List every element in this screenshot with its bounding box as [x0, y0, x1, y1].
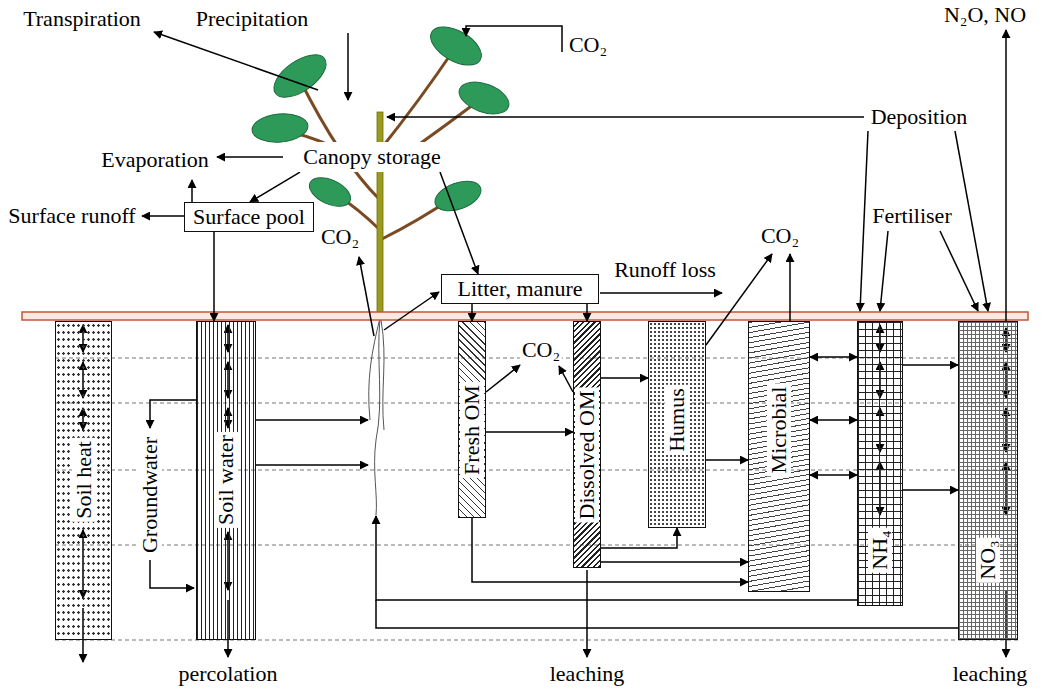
branch	[380, 48, 455, 150]
flux-label: Runoff loss	[612, 258, 718, 282]
flow-connector	[440, 172, 478, 274]
flux-label: percolation	[177, 662, 280, 686]
microbial-column: Microbial	[748, 321, 810, 592]
flux-arrow	[191, 180, 193, 204]
flux-arrow	[955, 131, 988, 311]
humus-column: Humus	[648, 321, 706, 528]
flux-arrow	[940, 231, 978, 311]
fresh-om-column: Fresh OM	[458, 321, 486, 518]
flow-connector	[903, 489, 958, 491]
dissolved-om-column: Dissolved OM	[573, 321, 601, 568]
flux-arrow	[154, 32, 318, 90]
node-label: Humus	[665, 385, 689, 455]
node-label: Soil heat	[72, 438, 96, 522]
node-label: NH₄	[868, 527, 892, 572]
flow-connector	[471, 304, 473, 321]
flux-label: Deposition	[869, 105, 970, 129]
soil-water-column: Soil water	[196, 321, 256, 640]
flux-arrow	[359, 257, 374, 336]
flux-label: leaching	[548, 662, 627, 686]
surface-pool-box: Surface pool	[184, 202, 314, 232]
soil-heat-column: Soil heat	[55, 321, 112, 640]
litter-box: Litter, manure	[441, 274, 599, 304]
flux-arrow	[384, 292, 439, 330]
flux-arrow	[256, 419, 368, 421]
roots	[369, 318, 384, 515]
flux-arrow	[880, 231, 888, 311]
flow-connector	[706, 459, 748, 461]
leaf	[251, 112, 309, 145]
node-label: Microbial	[767, 384, 791, 477]
flux-label: CO₂	[520, 338, 562, 362]
root	[375, 318, 380, 515]
flux-label: Surface runoff	[6, 204, 137, 228]
canopy-storage-box: Canopy storage	[283, 142, 461, 172]
flow-connector	[601, 528, 677, 548]
flux-label: Groundwater	[138, 435, 162, 555]
flux-arrow	[256, 464, 368, 466]
flux-arrow	[387, 116, 864, 118]
flux-arrow	[586, 570, 588, 657]
flux-arrow	[150, 560, 194, 588]
flux-label: N₂O, NO	[942, 3, 1028, 27]
flux-arrow	[347, 33, 349, 100]
flux-label: CO₂	[567, 33, 609, 57]
flux-label: Precipitation	[194, 7, 310, 31]
flow-connector	[810, 356, 857, 358]
flow-connector	[586, 304, 588, 321]
flow-connector	[601, 561, 748, 563]
flux-arrow	[486, 365, 520, 392]
flux-arrow	[142, 215, 186, 217]
flow-connector	[810, 419, 857, 421]
flow-connector	[601, 377, 648, 379]
flow-connector	[250, 172, 300, 202]
node-label: NO₃	[976, 537, 1000, 582]
flux-arrow	[559, 366, 573, 392]
root	[369, 318, 380, 420]
flux-label: leaching	[951, 662, 1030, 686]
flux-arrow	[600, 292, 722, 294]
flow-connector	[810, 474, 857, 476]
root	[381, 320, 384, 430]
flux-arrow	[217, 156, 283, 158]
flux-arrow	[150, 400, 196, 428]
flow-connector	[472, 518, 748, 582]
flux-label: Evaporation	[99, 148, 211, 172]
ammonium-column: NH₄	[857, 321, 903, 606]
node-label: Soil water	[214, 432, 238, 528]
flow-connector	[486, 431, 573, 433]
flux-arrow	[789, 254, 791, 321]
node-label: Surface pool	[193, 205, 305, 229]
node-label: Fresh OM	[460, 382, 484, 478]
leaf	[424, 19, 487, 73]
flux-label: Fertiliser	[870, 204, 953, 228]
flux-arrow	[860, 131, 868, 311]
flux-arrow	[1005, 30, 1007, 321]
flux-label: Transpiration	[21, 7, 143, 31]
flow-connector	[213, 232, 215, 321]
node-label: Canopy storage	[303, 145, 440, 169]
flux-arrows	[83, 26, 1006, 662]
flux-label: CO₂	[759, 224, 801, 248]
flux-label: CO₂	[319, 225, 361, 249]
node-label: Litter, manure	[458, 277, 583, 301]
nitrate-column: NO₃	[958, 321, 1018, 640]
flux-arrow	[466, 26, 562, 52]
leaf	[455, 76, 513, 120]
ground-surface	[22, 312, 1028, 320]
flow-connector	[903, 364, 958, 366]
node-label: Dissolved OM	[575, 388, 599, 523]
leaf	[431, 176, 485, 217]
